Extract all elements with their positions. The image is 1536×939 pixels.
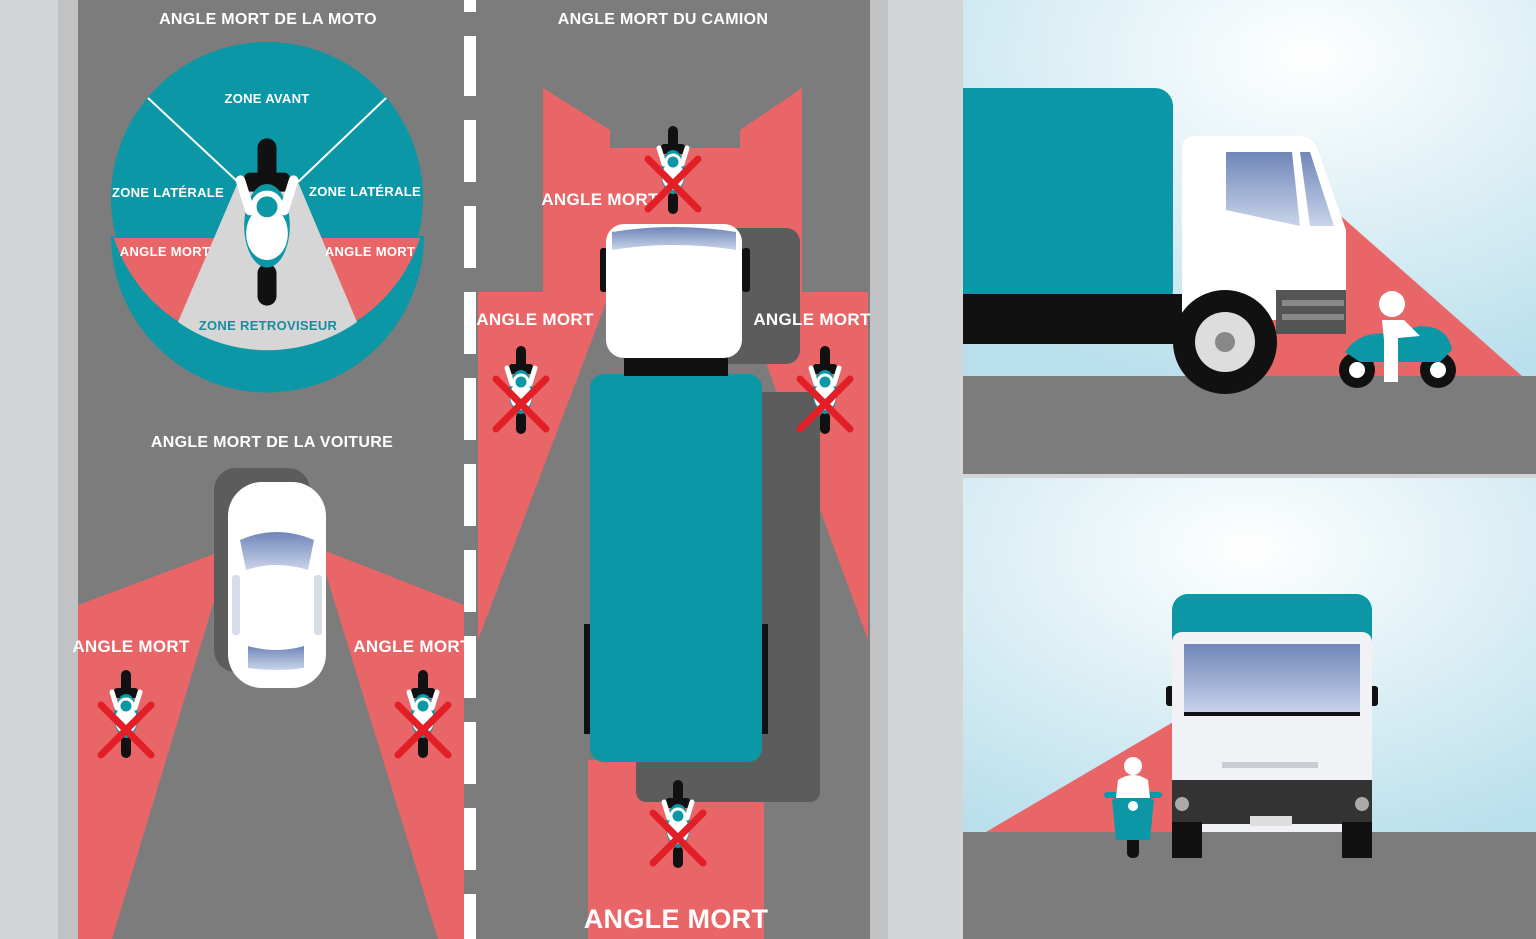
motorcycle-icon	[1339, 291, 1456, 388]
car-blind-zones	[78, 548, 464, 939]
car-blind-right-label: ANGLE MORT	[353, 637, 471, 656]
car-blind-left-label: ANGLE MORT	[72, 637, 190, 656]
side-view-panel	[963, 0, 1536, 480]
zone-side-right-label: ZONE LATÉRALE	[309, 184, 421, 199]
truck-section-title: ANGLE MORT DU CAMION	[558, 11, 768, 28]
motorcycle-icon	[1104, 757, 1162, 858]
moto-blind-left-label: ANGLE MORT	[120, 244, 210, 259]
moto-section-title: ANGLE MORT DE LA MOTO	[159, 11, 377, 28]
front-view-panel	[963, 478, 1536, 939]
truck-icon	[584, 224, 768, 762]
lane-divider	[464, 0, 476, 939]
zone-front-label: ZONE AVANT	[224, 91, 309, 106]
moto-blind-right-label: ANGLE MORT	[325, 244, 415, 259]
car-icon	[214, 468, 326, 688]
truck-blind-front-label: ANGLE MORT	[541, 190, 659, 209]
truck-blind-rear-label: ANGLE MORT	[584, 904, 769, 934]
car-section-title: ANGLE MORT DE LA VOITURE	[151, 434, 393, 451]
truck-blind-right-label: ANGLE MORT	[753, 310, 871, 329]
zone-side-left-label: ZONE LATÉRALE	[112, 185, 224, 200]
truck-blind-left-label: ANGLE MORT	[476, 310, 594, 329]
zone-mirror-label: ZONE RETROVISEUR	[199, 318, 338, 333]
